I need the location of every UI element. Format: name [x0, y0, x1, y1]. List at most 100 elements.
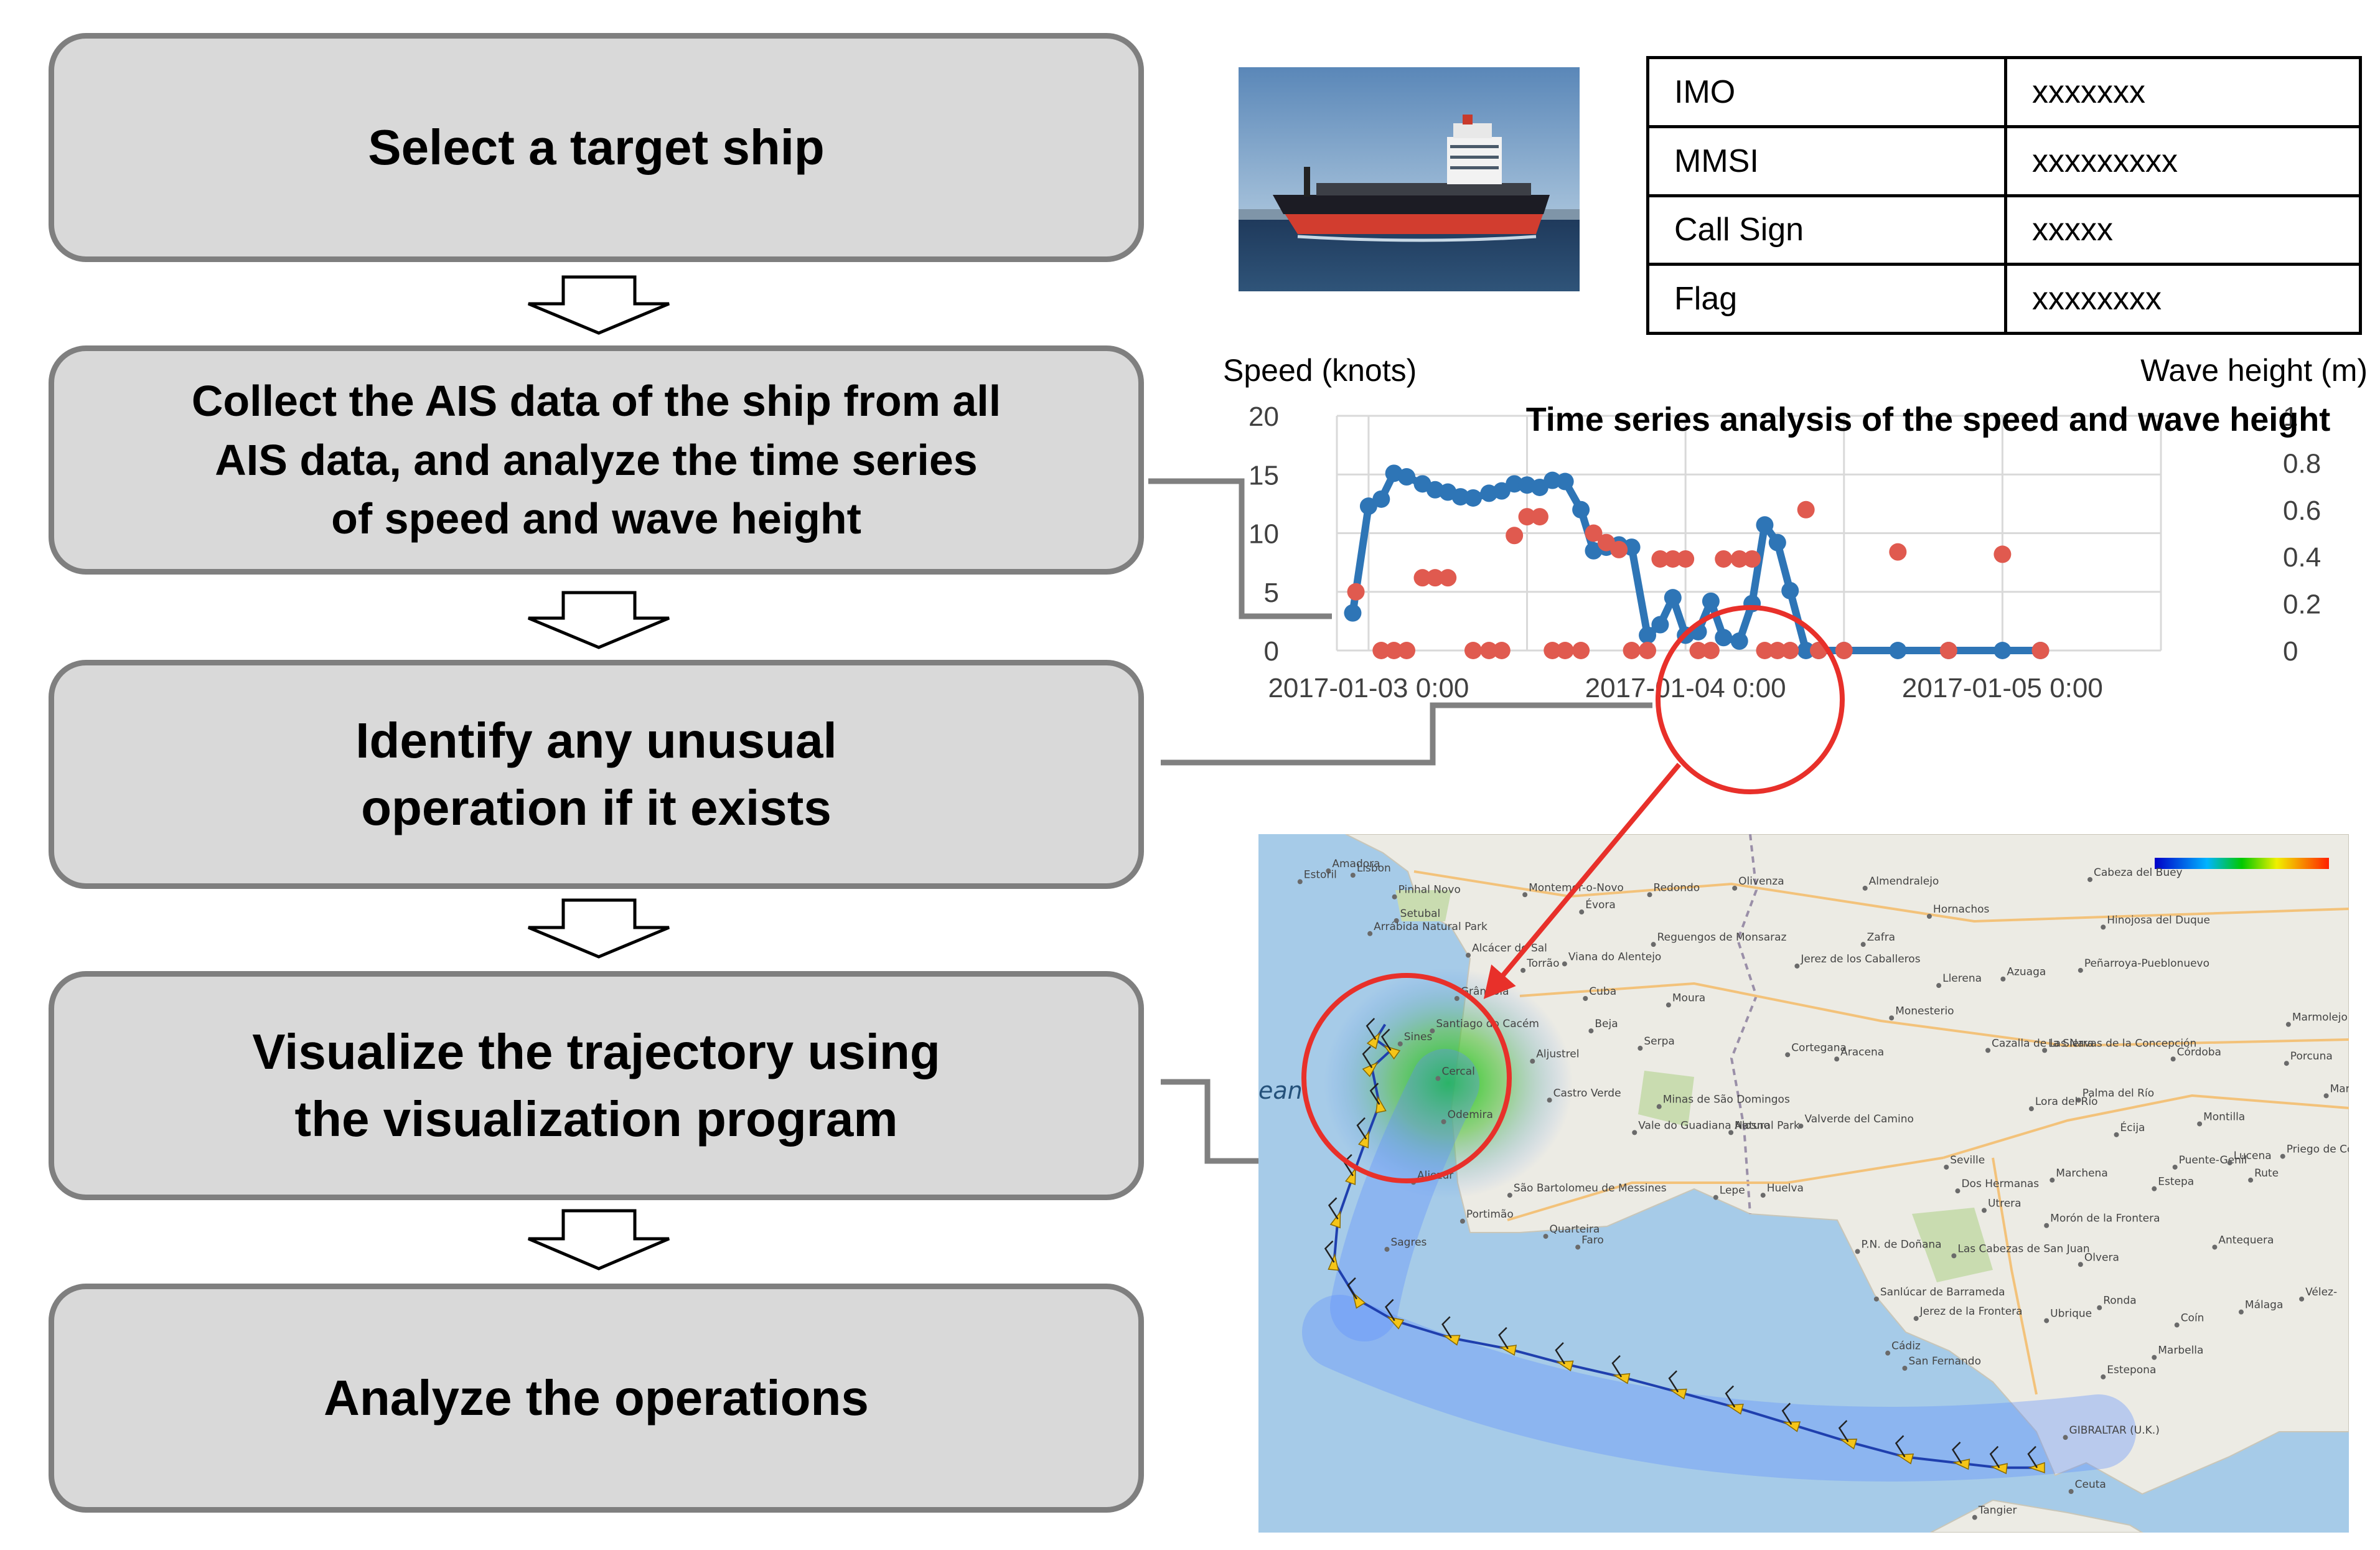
- heatmap-blob: [1324, 968, 1573, 1198]
- place-label: Azuaga: [2007, 966, 2046, 979]
- data-point: [1730, 550, 1748, 568]
- place-label: Ubrique: [2050, 1308, 2092, 1320]
- place-marker: Sagres: [1384, 1236, 1427, 1252]
- place-label: Quarteira: [1550, 1223, 1600, 1236]
- place-label: Valverde del Camino: [1804, 1113, 1913, 1125]
- wind-barb-icon: [1369, 1083, 1380, 1105]
- y2-tick-label: 0.4: [2283, 542, 2321, 573]
- data-point: [1530, 478, 1548, 496]
- place-label: Tangier: [1978, 1505, 2017, 1517]
- place-dot: [2044, 1223, 2050, 1228]
- place-dot: [2044, 1318, 2050, 1323]
- data-point: [1572, 642, 1590, 659]
- place-label: Priego de Córdoba: [2287, 1144, 2349, 1156]
- wind-barb-icon: [1895, 1435, 1906, 1458]
- map-road: [1413, 870, 2349, 923]
- place-marker: Lisbon: [1350, 862, 1391, 878]
- place-dot: [1713, 1195, 1718, 1200]
- down-arrow-icon: [528, 591, 670, 649]
- place-dot: [1985, 1048, 1991, 1053]
- place-marker: Évora: [1579, 898, 1616, 915]
- place-dot: [2212, 1244, 2218, 1250]
- data-point: [1398, 468, 1416, 486]
- place-label: Cercal: [1441, 1066, 1474, 1078]
- wind-barb-icon: [1838, 1420, 1849, 1442]
- place-marker: Écija: [2114, 1120, 2145, 1137]
- place-label: P.N. de Doñana: [1862, 1238, 1942, 1251]
- place-marker: Morón de la Frontera: [2044, 1213, 2160, 1228]
- place-label: Portimão: [1466, 1208, 1514, 1221]
- place-dot: [1350, 873, 1356, 878]
- data-point: [1797, 642, 1815, 659]
- data-point: [1993, 642, 2012, 659]
- track-arrow-icon: [1366, 1031, 1380, 1050]
- place-dot: [2238, 1309, 2244, 1315]
- place-label: Palma del Río: [2082, 1087, 2154, 1099]
- track-arrow-icon: [1896, 1453, 1914, 1465]
- down-arrow-icon: [528, 1209, 670, 1271]
- place-marker: Lucena: [2227, 1150, 2272, 1165]
- y-tick-label: 10: [1249, 519, 1279, 550]
- place-marker: Las Cabezas de San Juan: [1951, 1242, 2090, 1259]
- place-label: Olvera: [2084, 1251, 2119, 1264]
- place-marker: Málaga: [2238, 1299, 2283, 1315]
- place-label: Morón de la Frontera: [2050, 1213, 2160, 1225]
- place-label: Aracena: [1840, 1046, 1884, 1058]
- place-dot: [1547, 1097, 1552, 1103]
- place-marker: Castro Verde: [1547, 1087, 1621, 1103]
- place-dot: [1441, 1119, 1446, 1124]
- chart-y2label: Wave height (m): [2140, 353, 2368, 388]
- place-label: Arrábida Natural Park: [1374, 921, 1488, 933]
- place-dot: [1860, 942, 1866, 947]
- place-dot: [2152, 1355, 2157, 1360]
- track-arrow-icon: [1990, 1463, 2008, 1475]
- data-point: [1372, 642, 1390, 659]
- place-dot: [1530, 1058, 1535, 1064]
- place-marker: Ubrique: [2044, 1308, 2092, 1323]
- place-dot: [1394, 918, 1399, 923]
- place-marker: Cuba: [1583, 985, 1616, 1001]
- table-row: MMSI xxxxxxxxx: [1646, 124, 2362, 197]
- place-marker: Arrábida Natural Park: [1367, 921, 1488, 936]
- track-arrow-icon: [1839, 1439, 1858, 1450]
- place-marker: Lora del Río: [2028, 1096, 2098, 1112]
- data-point: [1651, 550, 1669, 568]
- place-label: Serpa: [1644, 1035, 1674, 1048]
- right-axis-ticks: 00.20.40.60.81: [2283, 402, 2321, 667]
- place-label: Jerez de la Frontera: [1919, 1305, 2023, 1318]
- place-label: Olivenza: [1738, 875, 1784, 888]
- place-marker: Estepa: [2152, 1176, 2194, 1191]
- place-dot: [1297, 879, 1303, 885]
- place-label: Utrera: [1988, 1197, 2022, 1209]
- place-label: Llerena: [1942, 972, 1982, 985]
- data-point: [1451, 488, 1469, 506]
- place-dot: [1951, 1253, 1957, 1259]
- track-arrow-icon: [1783, 1421, 1801, 1432]
- data-point: [1556, 472, 1574, 491]
- place-dot: [1889, 1015, 1895, 1021]
- place-marker: Quarteira: [1543, 1223, 1600, 1239]
- data-point: [1651, 616, 1669, 634]
- place-marker: Ronda: [2097, 1295, 2137, 1310]
- place-dot: [2285, 1022, 2291, 1027]
- y2-tick-label: 1: [2283, 402, 2298, 432]
- place-marker: Llerena: [1936, 972, 1982, 989]
- place-dot: [1430, 1028, 1435, 1034]
- data-point: [1639, 642, 1657, 659]
- y2-tick-label: 0: [2283, 636, 2298, 667]
- place-dot: [1926, 914, 1932, 919]
- data-point: [1480, 642, 1498, 659]
- place-marker: Olvera: [2078, 1251, 2119, 1267]
- place-label: Pinhal Novo: [1398, 884, 1461, 896]
- wind-barb-icon: [1441, 1316, 1452, 1339]
- map-land: [1345, 834, 2349, 1495]
- y-tick-label: 20: [1249, 402, 1279, 432]
- track-arrow-icon: [1442, 1335, 1461, 1346]
- place-dot: [1885, 1350, 1891, 1356]
- table-key-cell: Call Sign: [1646, 194, 2007, 266]
- data-point: [1715, 629, 1733, 647]
- place-marker: Huelva: [1760, 1182, 1804, 1198]
- place-label: Sanlúcar de Barrameda: [1880, 1286, 2005, 1299]
